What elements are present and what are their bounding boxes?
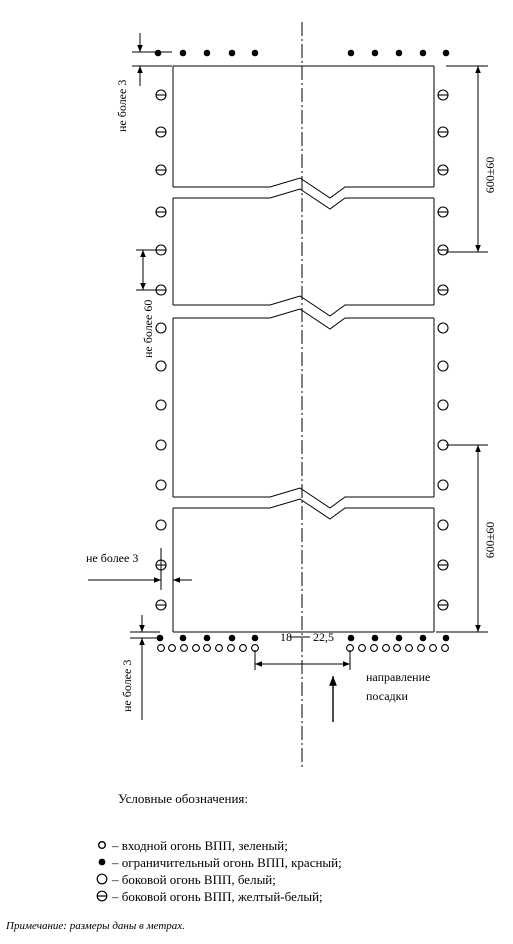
open-circle-light — [155, 399, 167, 411]
crossed-circle-light — [437, 559, 449, 571]
crossed-circle-light — [155, 164, 167, 176]
filled-circle-light — [347, 634, 355, 642]
open-circle-light — [437, 322, 449, 334]
filled-circle-light — [395, 634, 403, 642]
crossed-circle-light — [437, 89, 449, 101]
small-open-circle-icon — [98, 841, 106, 849]
label-landing-direction-line2: посадки — [366, 689, 408, 703]
runway-break-line — [173, 308, 434, 330]
runway-break-line — [173, 295, 434, 317]
open-circle-light — [155, 479, 167, 491]
label-bottom-left-vertical: не более 3 — [120, 660, 134, 712]
runway-break-line — [173, 177, 434, 199]
filled-circle-light — [251, 634, 259, 642]
crossed-circle-light — [155, 206, 167, 218]
crossed-circle-light — [437, 244, 449, 256]
crossed-circle-icon — [96, 890, 108, 902]
runway-outline — [172, 65, 435, 633]
small-open-circle-light — [382, 644, 390, 652]
label-lower-left-horizontal: не более 3 — [86, 551, 138, 565]
open-circle-light — [437, 479, 449, 491]
filled-circle-light — [154, 49, 162, 57]
open-circle-light — [437, 519, 449, 531]
filled-circle-light — [251, 49, 259, 57]
label-top-left-vertical: не более 3 — [115, 80, 129, 132]
filled-circle-light — [228, 634, 236, 642]
filled-circle-light — [179, 49, 187, 57]
runway-lights — [154, 49, 450, 652]
filled-circle-light — [203, 634, 211, 642]
crossed-circle-light — [437, 206, 449, 218]
filled-circle-light — [179, 634, 187, 642]
small-open-circle-light — [370, 644, 378, 652]
crossed-circle-light — [437, 126, 449, 138]
small-open-circle-light — [215, 644, 223, 652]
small-open-circle-light — [157, 644, 165, 652]
open-circle-light — [155, 322, 167, 334]
open-circle-light — [437, 399, 449, 411]
crossed-circle-light — [155, 89, 167, 101]
open-circle-light — [155, 439, 167, 451]
small-open-circle-light — [417, 644, 425, 652]
open-circle-light — [437, 360, 449, 372]
small-open-circle-light — [429, 644, 437, 652]
small-open-circle-light — [192, 644, 200, 652]
small-open-circle-light — [168, 644, 176, 652]
legend-text: – боковой огонь ВПП, белый; — [112, 872, 276, 887]
crossed-circle-light — [437, 599, 449, 611]
filled-circle-light — [419, 49, 427, 57]
legend-text: – боковой огонь ВПП, желтый-белый; — [112, 889, 323, 904]
crossed-circle-light — [437, 284, 449, 296]
crossed-circle-light — [437, 164, 449, 176]
filled-circle-light — [419, 634, 427, 642]
filled-circle-light — [442, 634, 450, 642]
dimension-lines — [88, 33, 488, 722]
legend-text: – ограничительный огонь ВПП, красный; — [112, 855, 342, 870]
small-open-circle-light — [358, 644, 366, 652]
legend-title: Условные обозначения: — [118, 791, 249, 806]
filled-circle-light — [371, 49, 379, 57]
open-circle-light — [155, 519, 167, 531]
small-open-circle-light — [203, 644, 211, 652]
label-left-middle-vertical: не более 60 — [141, 300, 155, 358]
legend-text: – входной огонь ВПП, зеленый; — [112, 838, 288, 853]
crossed-circle-light — [155, 126, 167, 138]
crossed-circle-light — [155, 599, 167, 611]
open-circle-light — [155, 360, 167, 372]
runway-break-line — [173, 498, 434, 520]
large-open-circle-icon — [96, 873, 108, 885]
label-landing-direction-line1: направление — [366, 670, 430, 684]
label-right-upper-dimension: 600±60 — [483, 157, 497, 194]
filled-circle-light — [203, 49, 211, 57]
small-open-circle-light — [393, 644, 401, 652]
filled-circle-light — [442, 49, 450, 57]
label-threshold-width-right: 22,5 — [313, 630, 334, 644]
runway-break-line — [173, 487, 434, 509]
label-right-lower-dimension: 600±60 — [483, 522, 497, 559]
filled-circle-light — [371, 634, 379, 642]
small-open-circle-light — [180, 644, 188, 652]
filled-circle-light — [395, 49, 403, 57]
small-open-circle-light — [227, 644, 235, 652]
filled-circle-light — [347, 49, 355, 57]
small-open-circle-light — [405, 644, 413, 652]
note: Примечание: размеры даны в метрах. — [6, 920, 185, 932]
small-open-circle-light — [239, 644, 247, 652]
filled-circle-light — [228, 49, 236, 57]
label-threshold-width-left: 18 — [280, 630, 292, 644]
runway-break-line — [173, 188, 434, 210]
small-open-circle-light — [441, 644, 449, 652]
filled-circle-icon — [98, 858, 106, 866]
